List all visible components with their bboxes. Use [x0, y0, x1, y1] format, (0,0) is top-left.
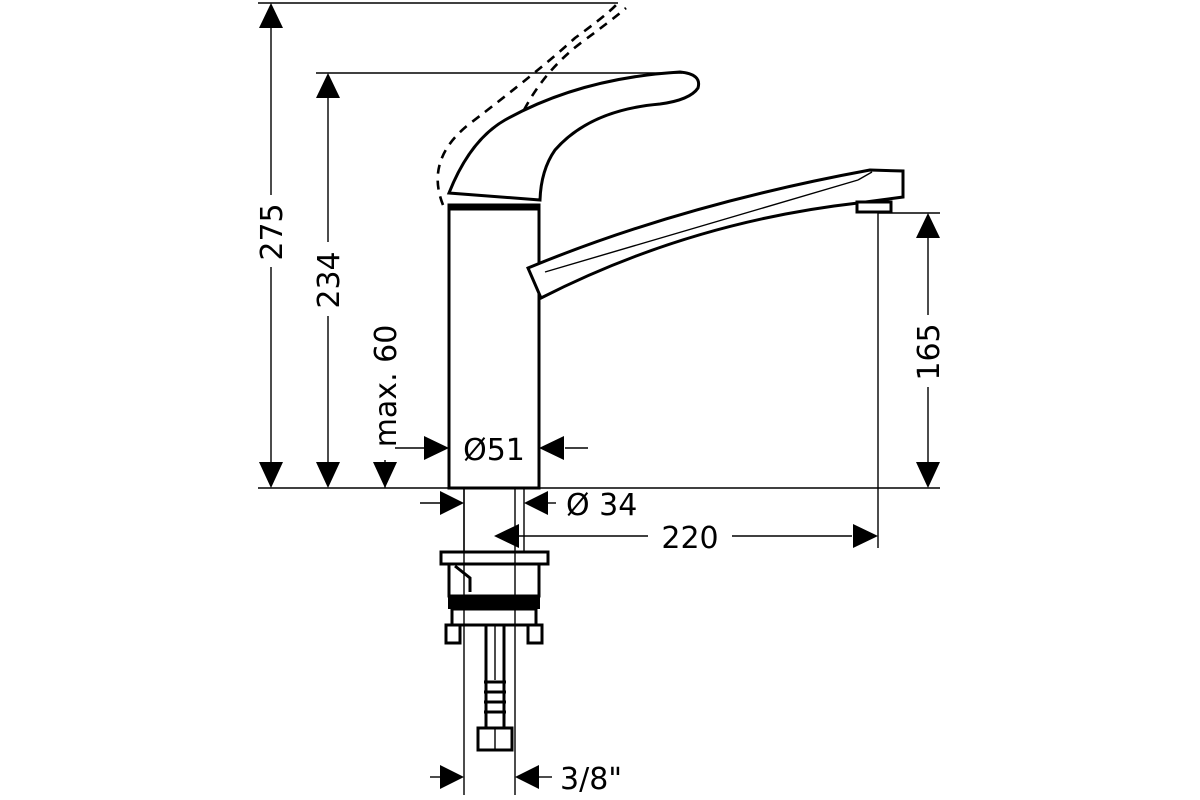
dim-spout-reach: 220 — [494, 521, 878, 556]
lever-handle — [446, 70, 701, 202]
label-234: 234 — [312, 251, 347, 308]
mounting-bolt-left — [444, 623, 462, 645]
mounting-ring — [448, 596, 540, 609]
dim-lever-height: 234 — [312, 73, 347, 488]
dim-body-diameter: Ø51 — [395, 433, 588, 468]
label-165: 165 — [912, 323, 947, 380]
label-diameter-34: Ø 34 — [566, 488, 637, 523]
faucet-outline — [436, 3, 905, 752]
label-diameter-51: Ø51 — [463, 433, 525, 468]
dim-spout-height: 165 — [912, 213, 947, 488]
hose-crimp — [484, 680, 506, 714]
mounting-bolt-right — [526, 623, 544, 645]
mounting-body — [447, 562, 541, 598]
label-max-60: max. 60 — [369, 325, 404, 448]
label-275: 275 — [255, 203, 290, 260]
label-3-8-inch: 3/8" — [560, 762, 622, 797]
dim-overall-height: 275 — [255, 3, 290, 488]
spout-inner-line — [544, 179, 859, 273]
spout-tip-line — [857, 171, 873, 181]
dim-shank-diameter: Ø 34 — [420, 488, 637, 523]
faucet-spout — [526, 168, 905, 301]
extension-lines — [258, 2, 940, 795]
mounting-plate — [439, 550, 550, 566]
label-220: 220 — [661, 521, 718, 556]
dim-max-thickness: max. 60 — [369, 325, 404, 488]
dim-connection-size: 3/8" — [430, 762, 622, 797]
mounting-clip — [454, 564, 472, 592]
spout-aerator — [855, 200, 893, 214]
lever-raised-dashed-2 — [522, 7, 627, 111]
